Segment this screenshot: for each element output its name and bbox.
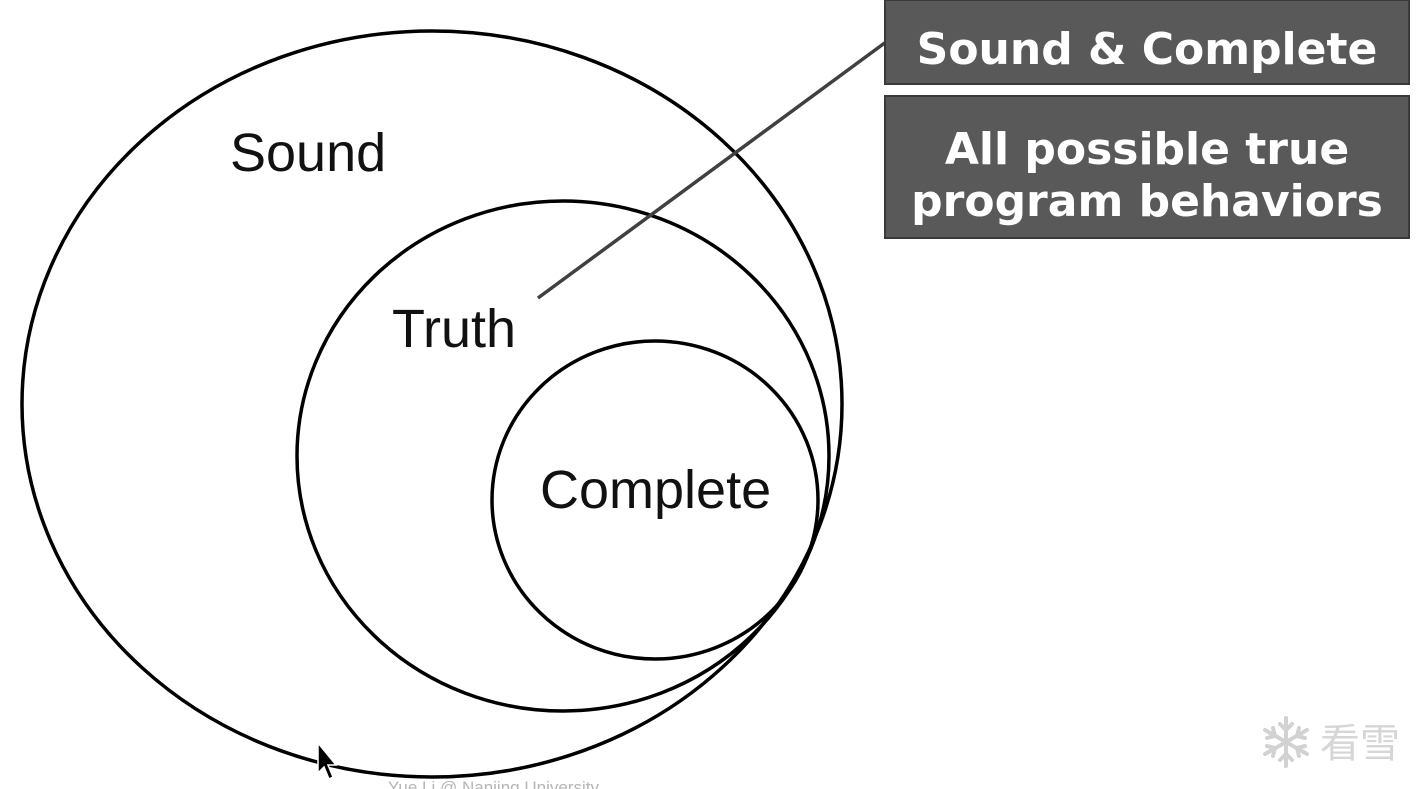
snowflake-icon xyxy=(1263,716,1309,768)
complete-circle xyxy=(490,339,820,661)
sound-circle xyxy=(20,29,844,779)
callout-sound-complete-text: Sound & Complete xyxy=(917,24,1378,75)
footer-credit: Yue Li @ Nanjing University xyxy=(388,778,599,789)
sound-label: Sound xyxy=(230,123,386,183)
callout-sound-complete: Sound & Complete xyxy=(884,0,1410,85)
complete-label: Complete xyxy=(540,460,771,520)
callout-true-behaviors-line1: All possible true xyxy=(945,124,1349,175)
truth-circle xyxy=(295,199,831,713)
callout-true-behaviors: All possible true program behaviors xyxy=(884,95,1410,239)
truth-label: Truth xyxy=(392,299,516,359)
callout-true-behaviors-line2: program behaviors xyxy=(911,176,1383,227)
callout-true-behaviors-box xyxy=(884,95,1410,239)
callout-leader-line xyxy=(536,40,888,300)
callout-sound-complete-box xyxy=(884,0,1410,85)
watermark-text: 看雪 xyxy=(1320,721,1400,767)
mouse-cursor-icon xyxy=(317,740,338,781)
